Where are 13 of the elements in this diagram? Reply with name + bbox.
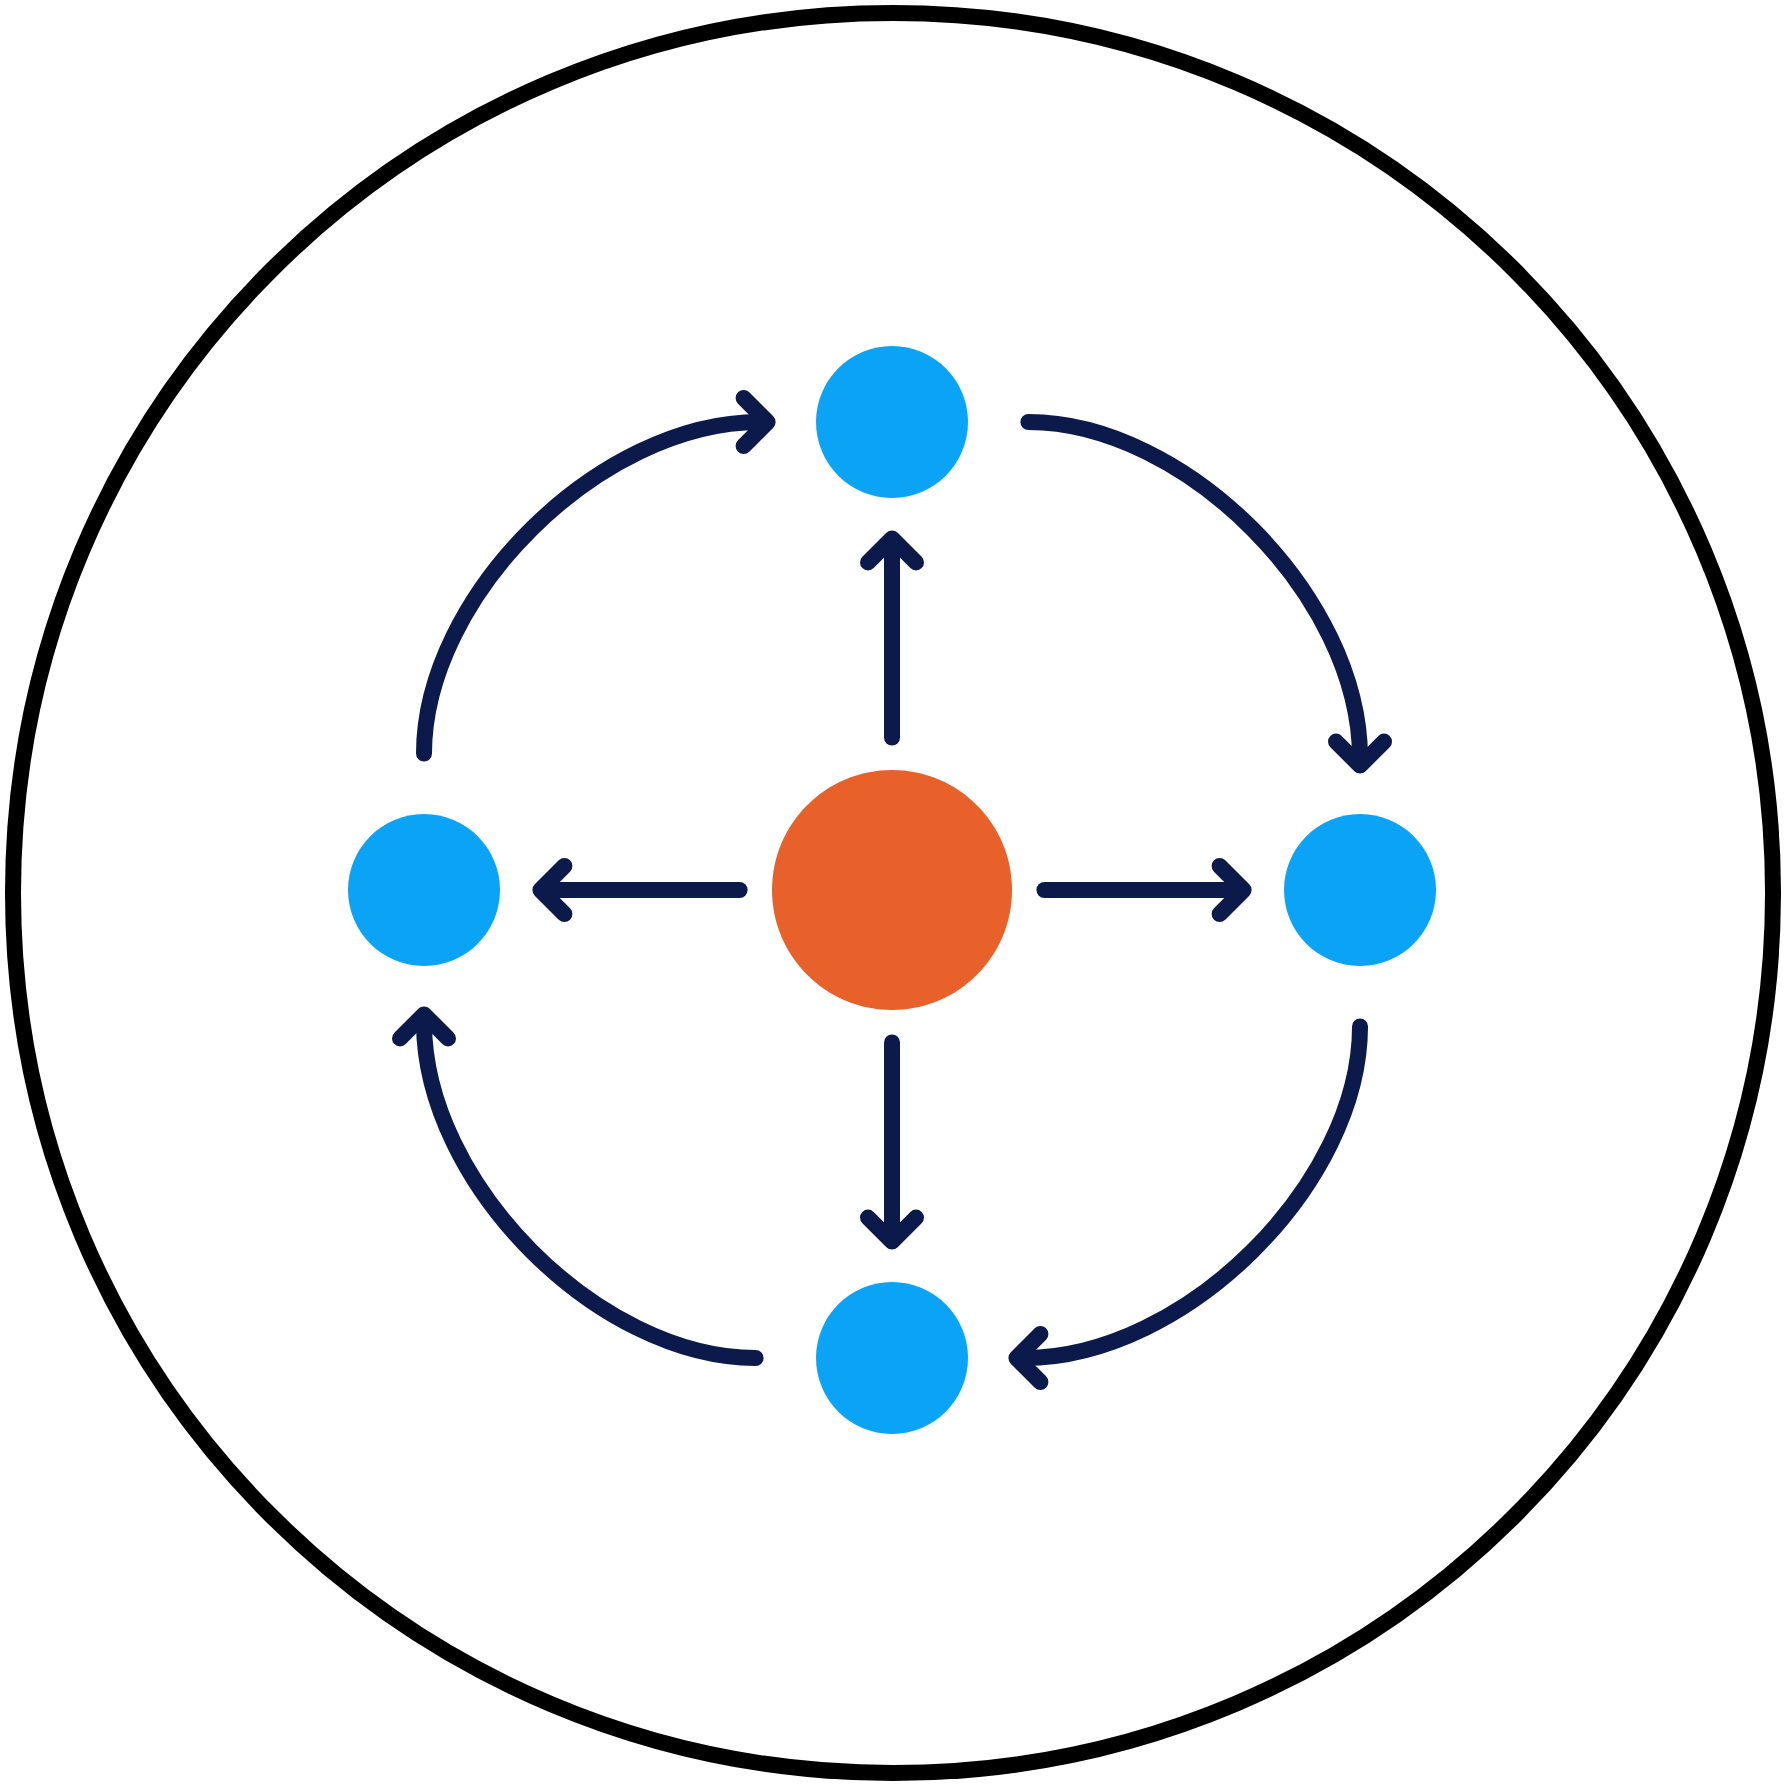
circle — [348, 814, 500, 966]
arrow — [1036, 858, 1252, 922]
circle — [816, 346, 968, 498]
arrow — [1020, 414, 1392, 774]
circle — [816, 1282, 968, 1434]
arrow — [1008, 1018, 1368, 1390]
arrow — [416, 390, 776, 762]
arrow — [860, 530, 924, 746]
circle — [772, 770, 1012, 1010]
arrow — [860, 1034, 924, 1250]
arrow — [392, 1006, 764, 1366]
circle — [1284, 814, 1436, 966]
arrow — [532, 858, 748, 922]
